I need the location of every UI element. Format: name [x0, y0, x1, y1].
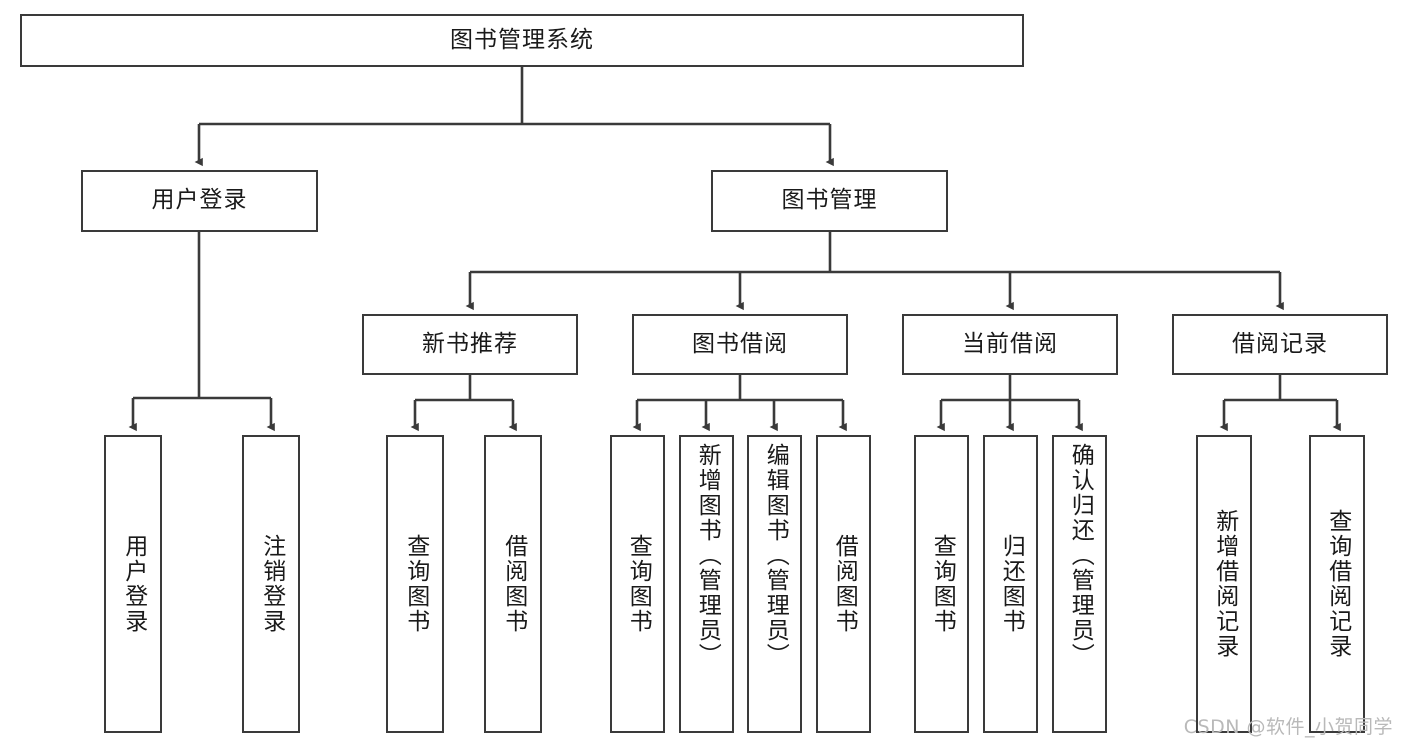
node-book-management-label: 图书管理: [781, 187, 878, 214]
leaf-text-wrap: 查询借阅记录: [1311, 437, 1363, 731]
node-root-book-management-system[interactable]: 图书管理系统: [20, 14, 1024, 67]
leaf-text-wrap: 查询图书: [612, 437, 663, 731]
leaf-text-wrap: 新增借阅记录: [1198, 437, 1250, 731]
leaf-text-wrap: 注销登录: [244, 437, 298, 731]
leaf-new-book-borrow-book[interactable]: 借阅图书: [484, 435, 542, 733]
leaf-borrow-record-add-record[interactable]: 新增借阅记录: [1196, 435, 1252, 733]
leaf-label: 确认归还（管理员）: [1067, 443, 1094, 668]
node-book-borrow[interactable]: 图书借阅: [632, 314, 848, 375]
leaf-user-login-do-login[interactable]: 用户登录: [104, 435, 162, 733]
leaf-label: 编辑图书（管理员）: [762, 443, 789, 668]
leaf-text-wrap: 借阅图书: [486, 437, 540, 731]
leaf-current-borrow-confirm-return-admin[interactable]: 确认归还（管理员）: [1052, 435, 1107, 733]
leaf-borrow-record-query-record[interactable]: 查询借阅记录: [1309, 435, 1365, 733]
leaf-text-wrap: 查询图书: [916, 437, 967, 731]
leaf-label: 借阅图书: [500, 534, 527, 634]
leaf-text-wrap: 归还图书: [985, 437, 1036, 731]
node-user-login[interactable]: 用户登录: [81, 170, 318, 232]
node-user-login-label: 用户登录: [151, 187, 248, 214]
leaf-label: 查询图书: [402, 534, 429, 634]
leaf-book-borrow-borrow-book[interactable]: 借阅图书: [816, 435, 871, 733]
node-current-borrow-label: 当前借阅: [962, 330, 1058, 357]
node-book-management[interactable]: 图书管理: [711, 170, 948, 232]
leaf-user-login-logout[interactable]: 注销登录: [242, 435, 300, 733]
leaf-new-book-query-book[interactable]: 查询图书: [386, 435, 444, 733]
leaf-label: 新增图书（管理员）: [694, 443, 721, 668]
node-current-borrow[interactable]: 当前借阅: [902, 314, 1118, 375]
leaf-label: 查询图书: [929, 534, 956, 634]
node-new-book-recommend-label: 新书推荐: [422, 330, 518, 357]
leaf-label: 用户登录: [120, 534, 147, 634]
leaf-label: 查询图书: [625, 534, 652, 634]
leaf-book-borrow-add-book-admin[interactable]: 新增图书（管理员）: [679, 435, 734, 733]
node-root-label: 图书管理系统: [450, 26, 594, 53]
leaf-text-wrap: 确认归还（管理员）: [1054, 437, 1105, 731]
leaf-text-wrap: 查询图书: [388, 437, 442, 731]
leaf-text-wrap: 借阅图书: [818, 437, 869, 731]
node-borrow-record[interactable]: 借阅记录: [1172, 314, 1388, 375]
leaf-book-borrow-query-book[interactable]: 查询图书: [610, 435, 665, 733]
leaf-label: 查询借阅记录: [1324, 509, 1351, 659]
node-book-borrow-label: 图书借阅: [692, 330, 788, 357]
leaf-book-borrow-edit-book-admin[interactable]: 编辑图书（管理员）: [747, 435, 802, 733]
node-new-book-recommend[interactable]: 新书推荐: [362, 314, 578, 375]
watermark-text: CSDN @软件_小贺同学: [1183, 716, 1393, 738]
leaf-label: 归还图书: [998, 534, 1025, 634]
leaf-text-wrap: 编辑图书（管理员）: [749, 437, 800, 731]
leaf-label: 借阅图书: [831, 534, 858, 634]
leaf-label: 新增借阅记录: [1211, 509, 1238, 659]
leaf-text-wrap: 用户登录: [106, 437, 160, 731]
node-borrow-record-label: 借阅记录: [1232, 330, 1328, 357]
leaf-current-borrow-query-book[interactable]: 查询图书: [914, 435, 969, 733]
leaf-label: 注销登录: [258, 534, 285, 634]
leaf-text-wrap: 新增图书（管理员）: [681, 437, 732, 731]
leaf-current-borrow-return-book[interactable]: 归还图书: [983, 435, 1038, 733]
